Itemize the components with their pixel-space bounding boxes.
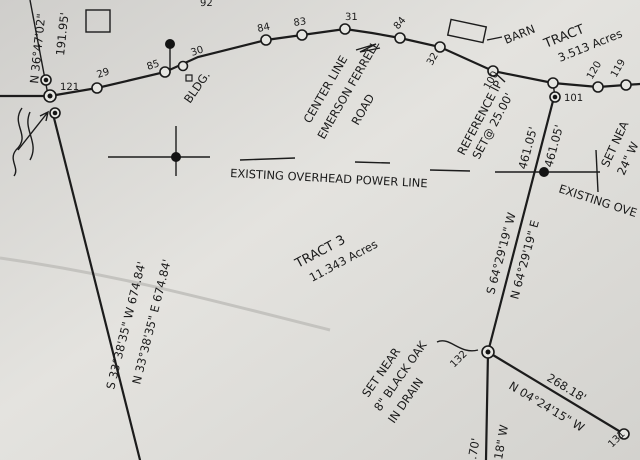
west-boundary-line [50, 108, 142, 460]
point-label-84: 84 [256, 22, 271, 35]
house-symbol [85, 9, 111, 33]
east-boundary-line [486, 95, 556, 354]
barn-leader [486, 36, 503, 41]
road-leader [355, 43, 381, 53]
distance-top-left: 191.95' [53, 12, 71, 57]
oak-leader [436, 340, 479, 352]
survey-point-100 [487, 65, 499, 77]
paper-fold [0, 256, 331, 332]
survey-point-84b [394, 32, 406, 44]
power-line-segment [354, 161, 391, 164]
survey-point-32 [434, 41, 446, 53]
power-line-right-drop [595, 149, 599, 193]
east-boundary-tail [484, 350, 490, 460]
power-line-segment [239, 157, 296, 161]
survey-point-119 [620, 79, 632, 91]
bldg-symbol [185, 74, 193, 82]
point-label-92: 92 [200, 0, 213, 9]
point-label-30: 30 [190, 44, 206, 58]
survey-point-131 [618, 428, 630, 440]
survey-point-30 [177, 60, 189, 72]
bearing-bottom-left-partial2: 18" W [491, 424, 511, 460]
iron-pin-132-center [485, 349, 491, 355]
survey-point-31 [339, 23, 351, 35]
point-label-31: 31 [345, 12, 358, 23]
survey-point-85 [159, 66, 171, 78]
drain-arrow [17, 110, 50, 151]
point-label-85: 85 [146, 58, 162, 72]
point-label-101: 101 [564, 93, 583, 104]
point-label-83: 83 [293, 16, 307, 29]
bearing-bottom-left-partial: .70' [465, 437, 483, 460]
iron-pin-west-center [52, 110, 58, 116]
southeast-boundary-line [486, 350, 626, 436]
point-label-121: 121 [60, 82, 79, 93]
survey-point-83 [296, 29, 308, 41]
iron-pin-101-center [552, 94, 558, 100]
iron-pin-top-center [43, 77, 49, 83]
creek-line [12, 107, 34, 177]
survey-point-120 [592, 81, 604, 93]
survey-point-101 [547, 77, 559, 89]
power-pole-dot-right [539, 167, 549, 177]
point-label-29: 29 [96, 66, 112, 80]
iron-pin-121-center [47, 93, 53, 99]
bldg-corner-dot [165, 39, 175, 49]
survey-point-29 [91, 82, 103, 94]
power-line-segment [429, 169, 471, 172]
power-pole-dot [171, 152, 181, 162]
barn-symbol [446, 18, 488, 44]
survey-point-84 [260, 34, 272, 46]
